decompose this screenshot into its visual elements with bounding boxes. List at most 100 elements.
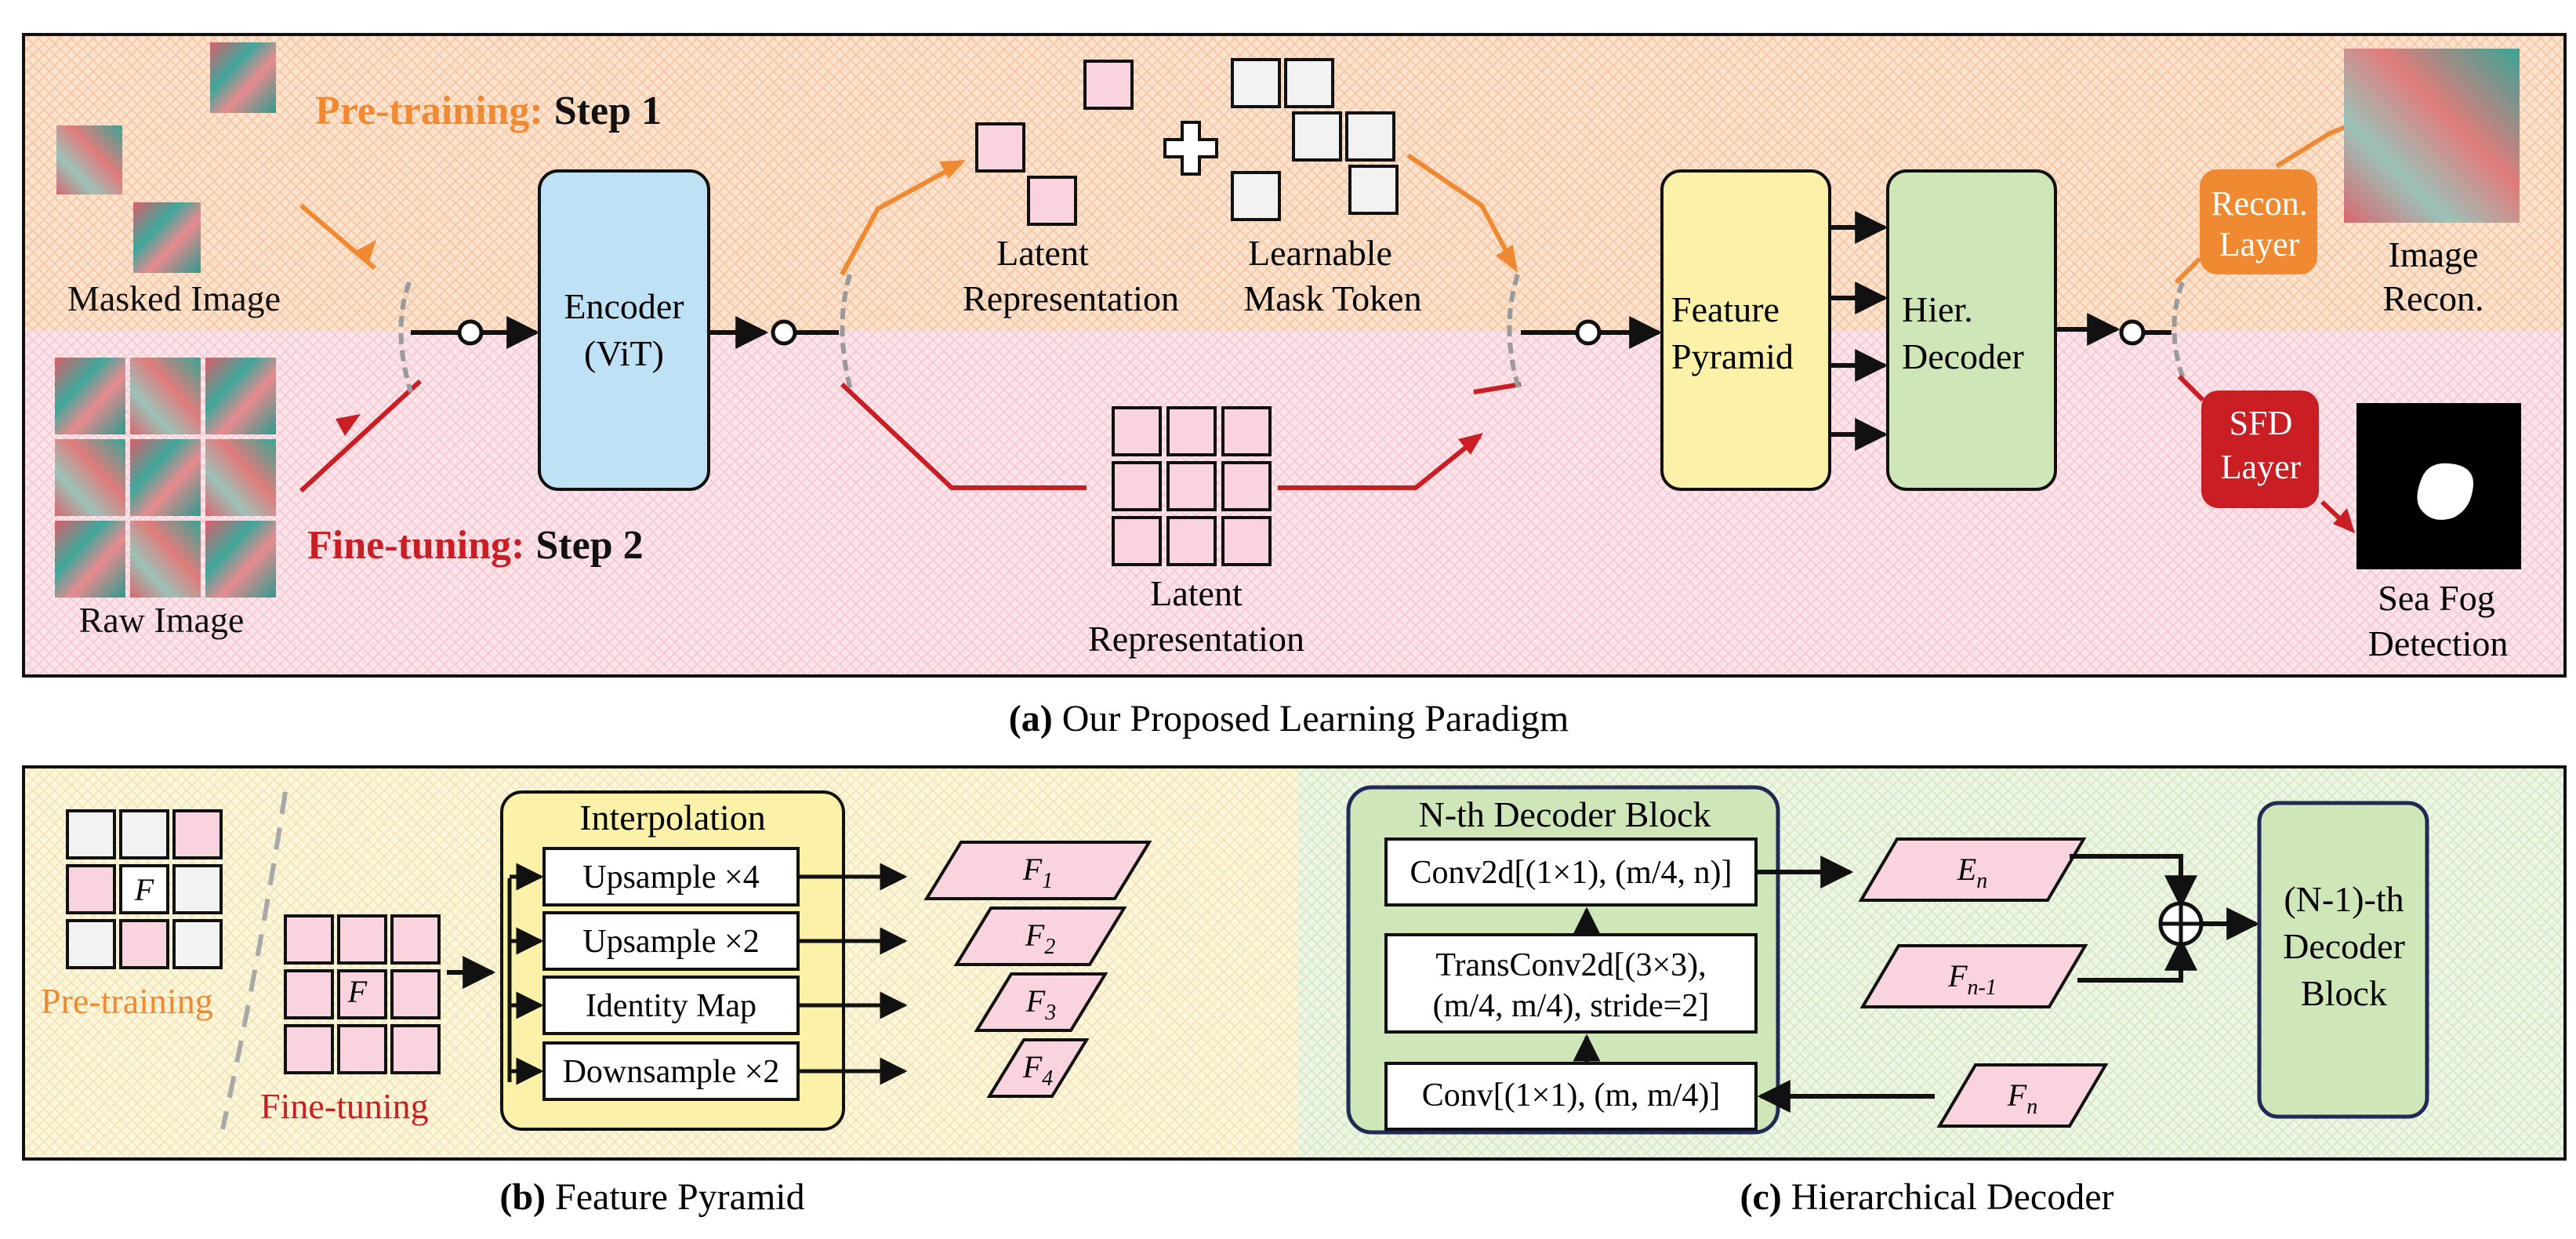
- pretrain-token: [66, 919, 116, 969]
- pretrain-token: [66, 809, 116, 859]
- raw-image: [55, 358, 276, 598]
- latent-token: [1112, 461, 1162, 511]
- latent-token: [1221, 461, 1272, 511]
- interp-op-box: [542, 1041, 800, 1101]
- switch-1-node: [457, 319, 484, 346]
- pretraining-label: Pre-training: [41, 981, 213, 1021]
- raw-image-tile: [205, 521, 276, 598]
- interp-op-box: [542, 847, 800, 907]
- finetune-token: [337, 1024, 387, 1074]
- raw-image-tile: [205, 439, 276, 516]
- switch-4-node: [2119, 319, 2146, 346]
- pretrain-token: [119, 809, 169, 859]
- mask-tokens: [1231, 58, 1399, 221]
- conv-top-label: Conv2d[(1×1), (m/4, n)]: [1410, 855, 1732, 891]
- panel-a-finetune-band: [24, 331, 2565, 676]
- latent-token: [1221, 516, 1272, 566]
- raw-image-tile: [130, 439, 201, 516]
- plus-icon: [1163, 121, 1218, 176]
- interp-op-label: Upsample ×4: [582, 859, 759, 896]
- finetune-token-grid: [284, 914, 441, 1074]
- sfd-layer-sublabel: Layer: [2221, 448, 2302, 486]
- finetune-token: [390, 969, 441, 1019]
- latent-top-label: Latent: [996, 233, 1089, 273]
- next-decoder-block: [2257, 801, 2429, 1119]
- mask-token-label: Learnable: [1248, 233, 1392, 273]
- sfd-layer-label: SFD: [2230, 404, 2293, 442]
- conv-top-box: [1384, 838, 1758, 907]
- latent-token: [1166, 516, 1217, 566]
- panel-c-caption: (c)Hierarchical Decoder: [1740, 1176, 2113, 1218]
- finetune-token: [337, 969, 387, 1019]
- pretrain-token-f: F: [134, 872, 154, 907]
- mask-token-sublabel: Mask Token: [1243, 278, 1421, 318]
- interp-op-label: Downsample ×2: [563, 1054, 780, 1090]
- interpolation-title: Interpolation: [579, 798, 766, 838]
- raw-image-tile: [55, 439, 125, 516]
- switch-4-arc: [2171, 281, 2186, 383]
- pyramid-to-decoder-arrows: [1830, 211, 1888, 451]
- pyramid-output-label: F3: [1025, 983, 1056, 1025]
- encoder-label: Encoder: [564, 286, 684, 326]
- transconv-box: [1384, 933, 1758, 1034]
- latent-token: [1112, 406, 1162, 456]
- finetune-token: [284, 914, 334, 965]
- e-n-label: En: [1957, 852, 1987, 893]
- transconv-sublabel: (m/4, m/4), stride=2]: [1433, 988, 1710, 1024]
- finetune-token-f: F: [347, 974, 368, 1009]
- next-block-label: (N-1)-th: [2284, 879, 2404, 919]
- switch-1-arc: [398, 281, 413, 393]
- image-recon-output: [2344, 49, 2520, 223]
- pretrain-token: [119, 864, 169, 914]
- decoder-block-title: N-th Decoder Block: [1419, 794, 1711, 834]
- raw-image-tile: [55, 358, 125, 434]
- recon-layer-block: [2200, 169, 2317, 274]
- latent-top-sublabel: Representation: [963, 278, 1179, 318]
- finetune-token: [390, 1024, 441, 1074]
- interp-op-label: Upsample ×2: [582, 924, 759, 960]
- panel-bc-frame: [22, 765, 2567, 1161]
- pretraining-step-label: Pre-training:Step 1: [315, 89, 662, 133]
- pretrain-token-grid: [66, 809, 223, 969]
- finetune-token: [390, 914, 441, 965]
- feature-pyramid-label: Feature: [1671, 289, 1780, 329]
- feature-pyramid-sublabel: Pyramid: [1671, 336, 1794, 376]
- encoder-block: [538, 169, 710, 491]
- latent-tokens-top: [975, 60, 1134, 226]
- sea-fog-label: Sea Fog: [2378, 578, 2495, 618]
- image-recon-sublabel: Recon.: [2382, 278, 2483, 318]
- pyramid-output: [953, 907, 1127, 966]
- finetune-token: [284, 969, 334, 1019]
- f-n1-feature: [1859, 944, 2088, 1008]
- sea-fog-mask-output: [2356, 403, 2521, 569]
- encoder-sublabel: (ViT): [584, 333, 664, 373]
- finetune-token: [284, 1024, 334, 1074]
- recon-layer-sublabel: Layer: [2219, 225, 2300, 263]
- image-recon-label: Image: [2389, 234, 2479, 274]
- panel-c: N-th Decoder Block Conv2d[(1×1), (m/4, n…: [1346, 785, 2429, 1218]
- pretrain-token: [172, 809, 223, 859]
- pretrain-token: [172, 864, 223, 914]
- next-block-sublabel-2: Block: [2301, 973, 2387, 1013]
- finetune-token: [337, 914, 387, 965]
- latent-tokens-bottom: [1112, 406, 1272, 566]
- raw-image-tile: [205, 358, 276, 434]
- switch-2-arc: [840, 274, 854, 393]
- conv-bottom-box: [1384, 1062, 1758, 1131]
- sum-icon: [2158, 901, 2204, 947]
- panel-a-frame: [22, 33, 2567, 678]
- pyramid-output-label: F4: [1022, 1049, 1053, 1091]
- latent-token: [1221, 406, 1272, 456]
- hier-decoder-sublabel: Decoder: [1902, 336, 2024, 376]
- pyramid-output: [986, 1038, 1090, 1098]
- pretrain-merge-line: [1406, 153, 1517, 268]
- panel-a: Masked Image Raw Image Pre-training:Step…: [22, 33, 2567, 739]
- pretrain-token: [119, 919, 169, 969]
- sea-fog-sublabel: Detection: [2368, 623, 2509, 663]
- next-block-sublabel: Decoder: [2283, 926, 2405, 966]
- latent-bottom-label: Latent: [1150, 573, 1243, 613]
- interp-op-box: [542, 976, 800, 1035]
